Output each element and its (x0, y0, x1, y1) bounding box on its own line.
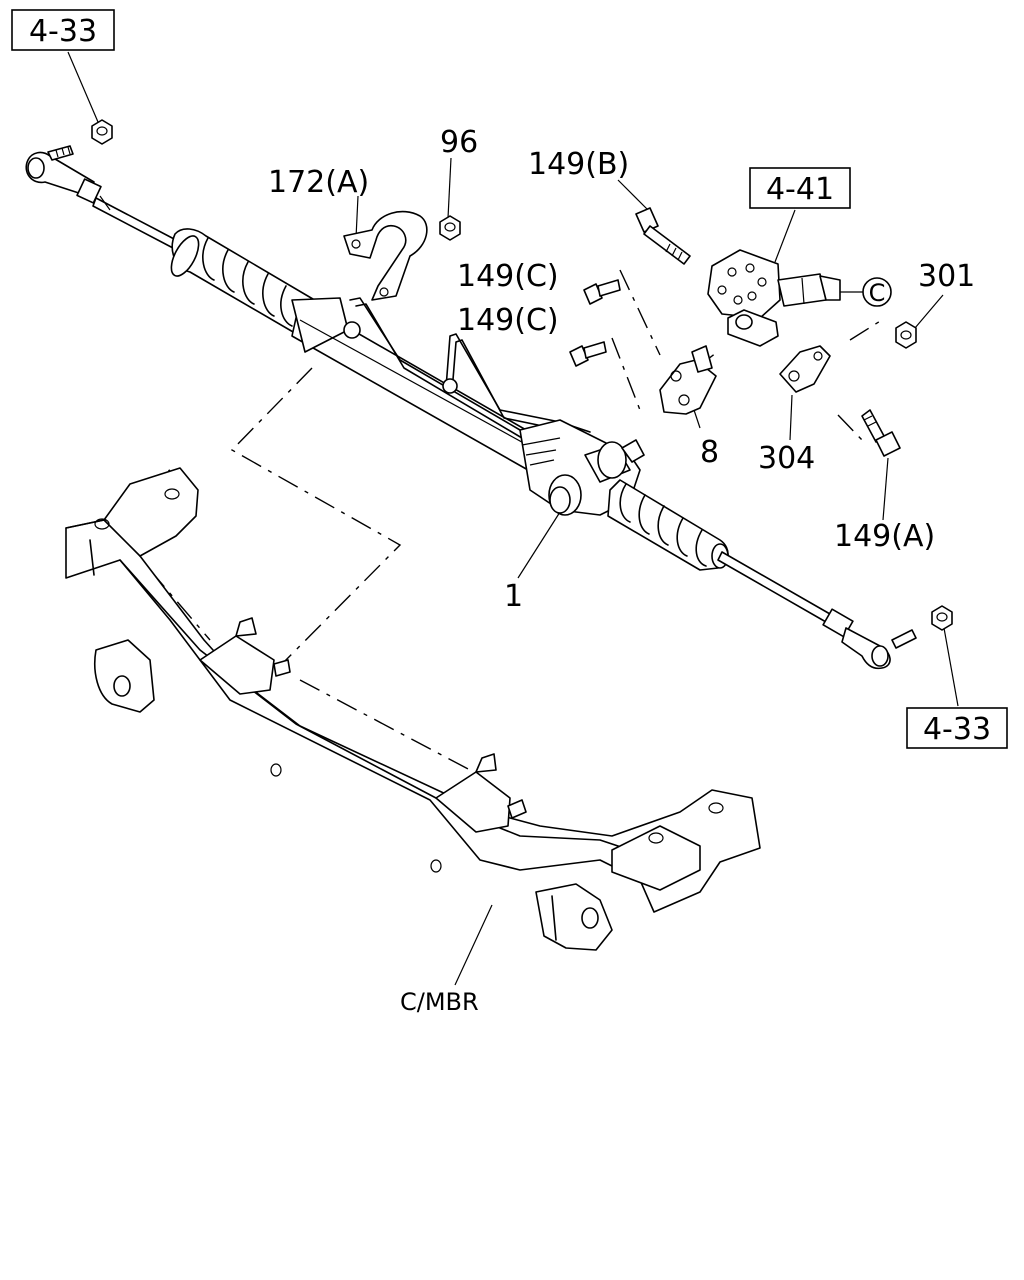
clamp-304 (779, 345, 831, 393)
ref-box-4-33-top[interactable]: 4-33 (11, 9, 115, 51)
label-304: 304 (758, 441, 815, 476)
circle-c-marker: C (862, 277, 892, 307)
left-rack-boot (170, 228, 319, 337)
bolt-149c-lower (569, 341, 607, 367)
ref-box-4-41[interactable]: 4-41 (749, 167, 851, 209)
crossmember (65, 467, 761, 951)
right-tie-rod (717, 551, 917, 670)
label-8: 8 (700, 435, 719, 470)
label-149b: 149(B) (528, 147, 629, 182)
right-tie-rod-nut (931, 605, 953, 631)
label-149c-lower: 149(C) (457, 303, 559, 338)
steering-column-coupling (707, 249, 841, 347)
leader-lines (67, 51, 959, 986)
clamp-172a (343, 210, 428, 301)
bolt-149b (635, 207, 691, 265)
label-149c-upper: 149(C) (457, 259, 559, 294)
rack-housing (291, 297, 541, 471)
clamp-8 (659, 345, 717, 415)
bolt-149a (861, 409, 901, 457)
label-149a: 149(A) (834, 519, 935, 554)
ref-label-4-33-bottom: 4-33 (923, 712, 991, 747)
nut-301 (895, 321, 917, 349)
label-96: 96 (440, 125, 478, 160)
bolt-149c-upper (583, 279, 621, 305)
left-tie-rod (92, 195, 177, 249)
callout-labels: 96 172(A) 149(B) 149(C) 149(C) 301 8 304… (268, 125, 975, 1016)
ref-label-4-41: 4-41 (766, 172, 834, 207)
label-cmbr: C/MBR (400, 988, 479, 1016)
label-1: 1 (504, 579, 523, 614)
left-tie-rod-nut (91, 119, 113, 145)
right-rack-boot (607, 479, 729, 571)
left-tie-rod-end (25, 145, 102, 204)
label-172a: 172(A) (268, 165, 369, 200)
ref-box-4-33-bottom[interactable]: 4-33 (906, 707, 1008, 749)
nut-96 (439, 215, 461, 241)
circle-c-label: C (869, 279, 886, 307)
ref-label-4-33-top: 4-33 (29, 14, 97, 49)
label-301: 301 (918, 259, 975, 294)
